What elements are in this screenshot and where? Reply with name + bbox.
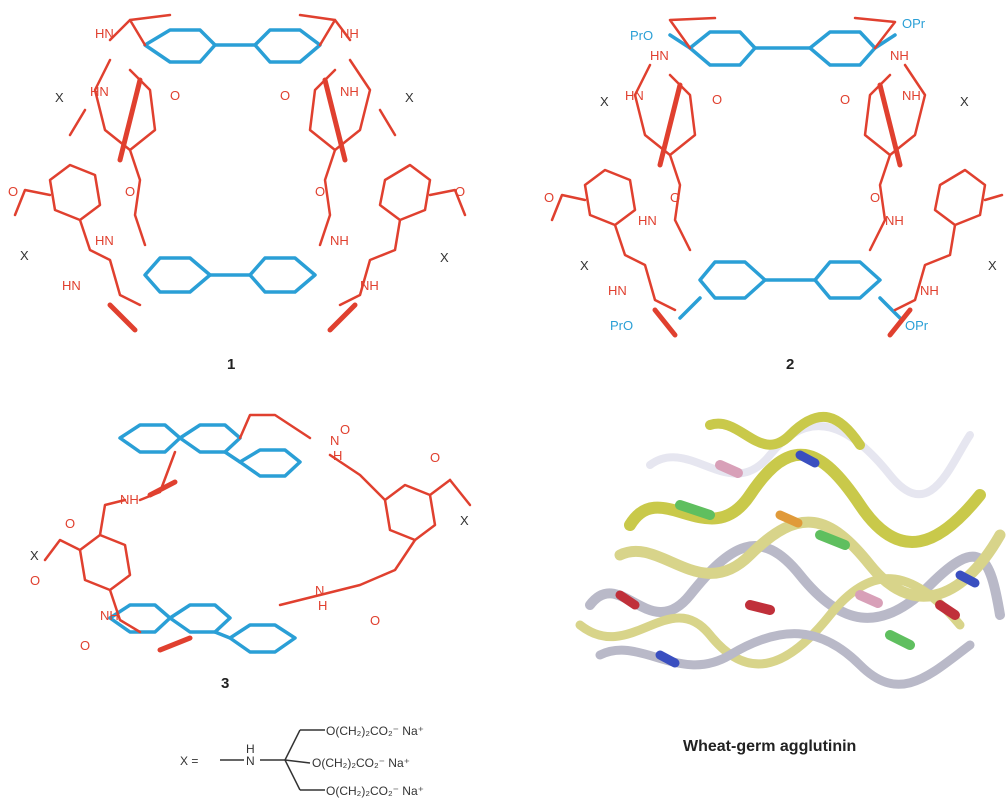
atom-label-x: X xyxy=(960,94,969,109)
atom-label-n: N xyxy=(315,583,324,598)
atom-label-o: O xyxy=(870,190,880,205)
compound-number-2: 2 xyxy=(786,356,795,373)
atom-label-o: O xyxy=(544,190,554,205)
atom-label-h: H xyxy=(318,598,327,613)
atom-label-x: X xyxy=(55,90,64,105)
atom-label-o: O xyxy=(125,184,135,199)
atom-label-o: O xyxy=(315,184,325,199)
atom-label-n: N xyxy=(246,754,255,768)
atom-label-h: H xyxy=(333,448,342,463)
substituent-label-opr: OPr xyxy=(902,16,926,31)
atom-label-nh: NH xyxy=(340,26,359,41)
compound-2-substituents: PrO OPr PrO OPr xyxy=(610,16,929,333)
atom-label-x: X xyxy=(460,513,469,528)
linker-red xyxy=(43,413,472,634)
substituent-label-pro: PrO xyxy=(630,28,653,43)
compound-2-structure: PrO OPr PrO OPr HN NH HN NH O O O O HN N… xyxy=(540,0,1006,380)
atom-label-nh: NH xyxy=(330,233,349,248)
atom-label-x: X xyxy=(30,548,39,563)
compound-number-1: 1 xyxy=(227,356,236,373)
atom-label-x: X xyxy=(600,94,609,109)
compound-1-svg: HN NH HN NH O O O O HN NH HN NH O O X X … xyxy=(8,13,467,333)
protein-caption: Wheat-germ agglutinin xyxy=(683,738,857,755)
protein-ribbon-image xyxy=(560,405,1006,695)
atom-label-x: X xyxy=(20,248,29,263)
biphenyl-bottom xyxy=(143,256,317,294)
atom-label-o: O xyxy=(170,88,180,103)
atom-label-hn: HN xyxy=(62,278,81,293)
anthracene-bottom xyxy=(108,603,297,654)
atom-label-hn: HN xyxy=(95,26,114,41)
compound-2-x-labels: X X X X xyxy=(580,94,997,273)
atom-label-o: O xyxy=(65,516,75,531)
x-arm-1: O(CH₂)₂CO₂⁻ Na⁺ xyxy=(326,724,424,738)
atom-label-o: O xyxy=(455,184,465,199)
substituent-label-pro: PrO xyxy=(610,318,633,333)
atom-label-hn: HN xyxy=(95,233,114,248)
protein-ribbon-svg xyxy=(575,412,1006,689)
atom-label-x: X xyxy=(580,258,589,273)
biphenyl-top xyxy=(668,30,897,67)
x-definition-bonds xyxy=(220,729,325,791)
atom-label-o: O xyxy=(80,638,90,653)
atom-label-o: O xyxy=(280,88,290,103)
x-definition-svg: X = H N O(CH₂)₂CO₂⁻ Na⁺ O(CH₂)₂CO₂⁻ Na⁺ … xyxy=(180,724,424,798)
atom-label-o: O xyxy=(670,190,680,205)
atom-label-nh: NH xyxy=(120,492,139,507)
compound-1-labels: HN NH HN NH O O O O HN NH HN NH O O xyxy=(8,26,465,293)
atom-label-nh: NH xyxy=(890,48,909,63)
x-arm-3: O(CH₂)₂CO₂⁻ Na⁺ xyxy=(326,784,424,798)
x-arm-2: O(CH₂)₂CO₂⁻ Na⁺ xyxy=(312,756,410,770)
atom-label-nh: NH xyxy=(920,283,939,298)
atom-label-o: O xyxy=(430,450,440,465)
atom-label-o: O xyxy=(840,92,850,107)
substituent-label-opr: OPr xyxy=(905,318,929,333)
atom-label-o: O xyxy=(340,422,350,437)
biphenyl-top xyxy=(143,28,322,64)
compound-number-3: 3 xyxy=(221,675,230,692)
atom-label-nh: NH xyxy=(902,88,921,103)
atom-label-x: X xyxy=(405,90,414,105)
atom-label-o: O xyxy=(370,613,380,628)
atom-label-o: O xyxy=(30,573,40,588)
atom-label-hn: HN xyxy=(625,88,644,103)
atom-label-nh: NH xyxy=(360,278,379,293)
wedge-bonds xyxy=(652,82,913,338)
macrocycle-red xyxy=(550,16,1004,312)
ribbon-strands xyxy=(575,412,1006,689)
compound-2-labels: HN NH HN NH O O O O HN NH HN NH O xyxy=(544,48,939,298)
compound-3-structure: N H O NH O O N H O O NH O X X xyxy=(0,400,480,660)
compound-2-svg: PrO OPr PrO OPr HN NH HN NH O O O O HN N… xyxy=(544,16,1004,338)
wedge-bonds xyxy=(147,479,193,653)
atom-label-o: O xyxy=(712,92,722,107)
atom-label-hn: HN xyxy=(90,84,109,99)
compound-1-x-labels: X X X X xyxy=(20,90,449,265)
x-substituent-definition: X = H N O(CH₂)₂CO₂⁻ Na⁺ O(CH₂)₂CO₂⁻ Na⁺ … xyxy=(180,705,480,805)
compound-3-svg: N H O NH O O N H O O NH O X X xyxy=(30,413,472,654)
atom-label-hn: HN xyxy=(638,213,657,228)
anthracene-top xyxy=(118,423,302,478)
wedge-bonds xyxy=(107,77,358,333)
atom-label-o: O xyxy=(8,184,18,199)
compound-1-structure: HN NH HN NH O O O O HN NH HN NH O O X X … xyxy=(0,0,470,380)
biphenyl-bottom xyxy=(678,260,902,320)
x-definition-labels: X = H N O(CH₂)₂CO₂⁻ Na⁺ O(CH₂)₂CO₂⁻ Na⁺ … xyxy=(180,724,424,798)
atom-label-nh: NH xyxy=(885,213,904,228)
atom-label-hn: HN xyxy=(608,283,627,298)
atom-label-n: N xyxy=(330,433,339,448)
compound-3-labels: N H O NH O O N H O O NH O xyxy=(30,422,440,653)
x-equals-label: X = xyxy=(180,754,198,768)
atom-label-nh: NH xyxy=(340,84,359,99)
atom-label-hn: HN xyxy=(650,48,669,63)
atom-label-x: X xyxy=(440,250,449,265)
macrocycle-red xyxy=(13,13,467,307)
compound-3-x-labels: X X xyxy=(30,513,469,563)
atom-label-h: H xyxy=(246,742,255,756)
atom-label-x: X xyxy=(988,258,997,273)
atom-label-nh: NH xyxy=(100,608,119,623)
